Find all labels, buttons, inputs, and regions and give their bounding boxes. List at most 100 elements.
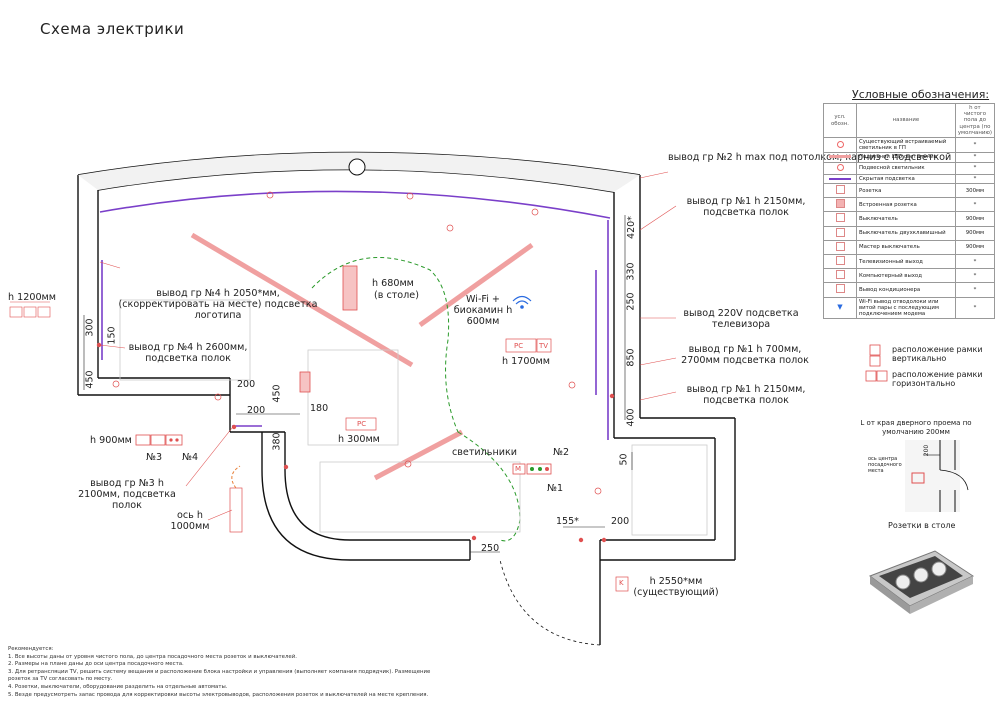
- legend-row: Существующий встраиваемый светильник в Г…: [823, 137, 996, 154]
- note-item: розеток за TV согласовать по месту.: [8, 676, 113, 683]
- frame-symbols: [865, 344, 888, 382]
- hidden-light-lines: [99, 190, 611, 440]
- annotation-h1700: h 1700мм: [502, 356, 551, 367]
- annotation-h900: h 900мм: [90, 435, 132, 446]
- note-item: 4. Розетки, выключатели, оборудование ра…: [8, 683, 228, 690]
- doorway-dim-200: 200: [923, 444, 931, 457]
- legend-head-height: h от чистого пола до центра (по умолчани…: [954, 102, 996, 139]
- annotation-gr4-top: вывод гр №4 h 2050*мм, (скорректировать …: [118, 288, 318, 321]
- annotation-h1200: h 1200мм: [8, 292, 57, 303]
- dim-200-c: 200: [611, 516, 630, 527]
- annotation-h680-sub: (в столе): [374, 290, 419, 301]
- legend-row: Встроенная розетка*: [823, 197, 996, 213]
- legend-row-value: 900мм: [954, 211, 996, 227]
- ac-outlet-icon: [835, 284, 845, 294]
- legend-row: Вывод кондиционера*: [823, 282, 996, 298]
- annotation-wifi: Wi-Fi + биокамин h 600мм: [453, 294, 513, 327]
- socket-icon: [835, 185, 845, 195]
- dim-850: 850: [625, 348, 637, 367]
- pc-label: PC: [514, 342, 524, 350]
- tv-outlet-icon: [835, 256, 845, 266]
- double-switch-icon: [835, 227, 845, 237]
- legend-row-name: Встроенная розетка: [856, 197, 956, 213]
- note-item: 2. Размеры на плане даны до оси центра п…: [8, 661, 184, 668]
- notes-head: Рекомендуется:: [8, 646, 54, 652]
- dim-450-b: 450: [271, 384, 283, 403]
- annotation-gr4-low: вывод гр №4 h 2600мм, подсветка полок: [128, 342, 248, 364]
- led-strip-icon: [829, 155, 851, 159]
- master-label: М: [515, 465, 522, 473]
- legend-row: Подвесной LED светильник*: [823, 152, 996, 163]
- annotation-h2550: h 2550*мм (существующий): [633, 576, 719, 598]
- dim-155: 155*: [556, 516, 579, 527]
- ceiling-lights: [112, 191, 602, 495]
- legend-row-name: Скрытая подсветка: [856, 173, 956, 185]
- annotation-tv220: вывод 220V подсветка телевизора: [683, 308, 799, 330]
- legend-row-name: Существующий встраиваемый светильник в Г…: [856, 137, 956, 154]
- dim-150: 150: [106, 326, 118, 345]
- furniture: [119, 299, 708, 536]
- dim-200-a: 200: [237, 379, 256, 390]
- legend-row-name: Вывод кондиционера: [856, 282, 956, 298]
- legend-row: Компьютерный выход*: [823, 268, 996, 284]
- annotation-svetilniki: светильники: [452, 447, 517, 458]
- legend-row-name: Подвесной LED светильник: [856, 152, 956, 163]
- dimension-lines: [83, 215, 633, 553]
- legend-row-value: 300мм: [954, 183, 996, 199]
- legend-row-name: Подвесной светильник: [856, 161, 956, 175]
- legend-row-name: Розетка: [856, 183, 956, 199]
- legend-row-name: Компьютерный выход: [856, 268, 956, 284]
- dim-420: 420*: [625, 216, 637, 239]
- socket-markers: [9, 265, 629, 592]
- annotation-n1: №1: [547, 483, 564, 494]
- table-sockets-label: Розетки в столе: [888, 521, 956, 530]
- page-title: Схема электрики: [40, 20, 185, 38]
- switch-icon: [835, 213, 845, 223]
- dim-450-left: 450: [84, 370, 96, 389]
- legend-row: ▼ Wi-Fi вывод отводолоки или витой пары с…: [823, 296, 996, 320]
- legend-row-name: Wi-Fi вывод отводолоки или витой пары с …: [856, 296, 956, 320]
- tv-label: TV: [539, 342, 549, 350]
- legend-header: усл. обозн. название h от чистого пола д…: [823, 102, 996, 139]
- recommendations: Рекомендуется: 1. Все высоты даны от уро…: [8, 646, 430, 699]
- legend-row-value: *: [954, 197, 996, 213]
- pc-outlet-icon: [835, 270, 845, 280]
- note-item: 3. Для ретрансляции TV, решить систему в…: [8, 668, 431, 675]
- wifi-icon: ▼: [837, 303, 843, 312]
- annotation-n4: №4: [182, 452, 199, 463]
- legend-head-name: название: [856, 102, 956, 139]
- led-strips: [190, 232, 534, 481]
- annotation-os-h: ось h 1000мм: [170, 510, 210, 532]
- legend-row-value: *: [954, 296, 996, 320]
- legend-head-symbol: усл. обозн.: [823, 102, 857, 139]
- hidden-light-icon: [829, 178, 851, 180]
- legend-row: Телевизионный выход*: [823, 254, 996, 270]
- legend-row-value: *: [954, 173, 996, 185]
- note-item: 1. Все высоты даны от уровня чистого пол…: [8, 653, 297, 660]
- master-switch-icon: [835, 241, 845, 251]
- annotation-gr2: вывод гр №2 h max под потолком, карниз с…: [668, 152, 952, 163]
- legend-row-value: 900мм: [954, 225, 996, 241]
- ac-label: K: [619, 579, 624, 587]
- wifi-icon: [512, 295, 532, 309]
- pc-label-2: PC: [357, 420, 367, 428]
- legend-row-value: *: [954, 268, 996, 284]
- legend-table: усл. обозн. название h от чистого пола д…: [823, 102, 996, 320]
- annotation-h300: h 300мм: [338, 434, 380, 445]
- annotation-n3: №3: [146, 452, 163, 463]
- legend-row-value: *: [954, 137, 996, 154]
- annotation-gr3: вывод гр №3 h 2100мм, подсветка полок: [78, 478, 176, 511]
- legend-row-name: Мастер выключатель: [856, 239, 956, 256]
- doorway-axis-label: ось центра посадочного места: [868, 456, 902, 474]
- recessed-light-icon: [836, 140, 844, 148]
- dim-380: 380: [271, 432, 283, 451]
- legend-row-value: *: [954, 282, 996, 298]
- legend-row-name: Выключатель: [856, 211, 956, 227]
- pendant-light-icon: [836, 163, 844, 171]
- annotation-gr1-top: вывод гр №1 h 2150мм, подсветка полок: [686, 196, 806, 218]
- note-item: 5. Везде предусмотреть запас провода для…: [8, 691, 429, 698]
- legend-row-value: *: [954, 254, 996, 270]
